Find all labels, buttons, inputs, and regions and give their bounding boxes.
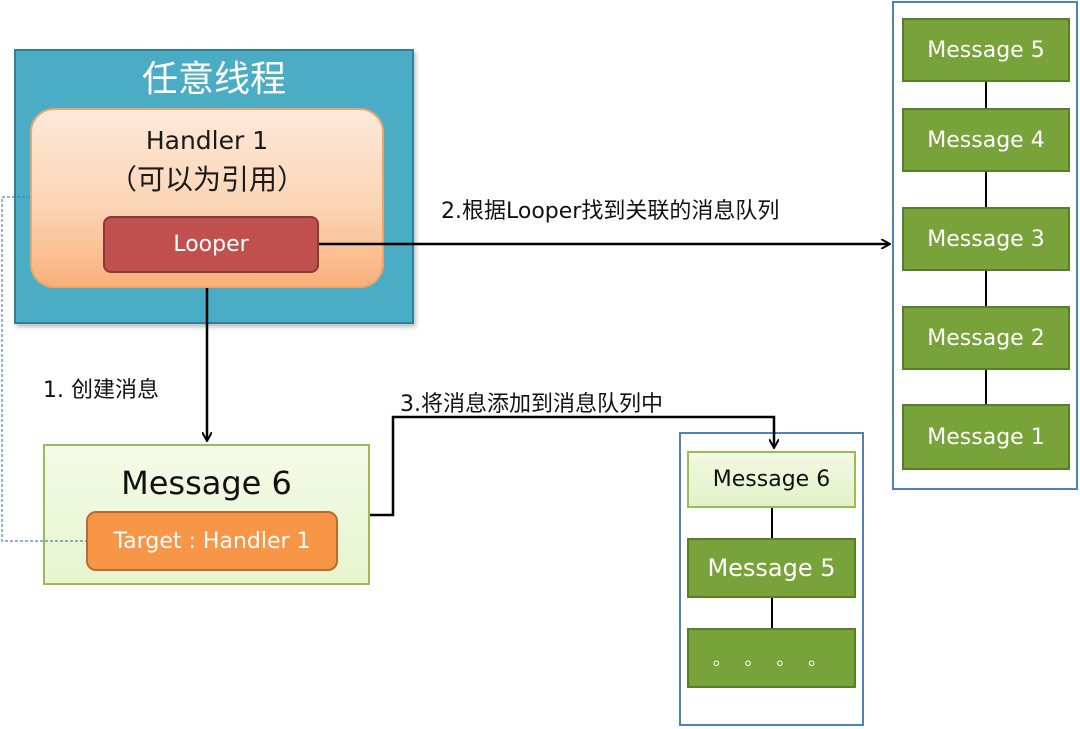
step3-label: 3.将消息添加到消息队列中 (400, 392, 663, 417)
target-box: Target : Handler 1 (86, 511, 338, 571)
queue-right-item: Message 5 (902, 18, 1070, 82)
handler-subtitle: （可以为引用） (108, 163, 305, 196)
thread-title: 任意线程 (141, 59, 286, 100)
step2-label: 2.根据Looper找到关联的消息队列 (441, 199, 780, 224)
queue-bottom-item: Message 6 (687, 451, 856, 508)
queue-right-item: Message 4 (902, 108, 1070, 172)
step1-label: 1. 创建消息 (43, 378, 159, 403)
arrow-add-to-queue (370, 415, 774, 517)
queue-right-item: Message 1 (902, 404, 1070, 470)
handler-title: Handler 1 (145, 125, 269, 155)
looper-box: Looper (103, 216, 319, 273)
queue-right-item: Message 3 (902, 207, 1070, 271)
message6-title: Message 6 (121, 464, 292, 502)
dashed-link (1, 196, 86, 542)
queue-bottom-item: Message 5 (687, 538, 856, 598)
queue-bottom-ellipsis: 。 。 。 。 (687, 628, 856, 688)
queue-right-item: Message 2 (902, 306, 1070, 370)
